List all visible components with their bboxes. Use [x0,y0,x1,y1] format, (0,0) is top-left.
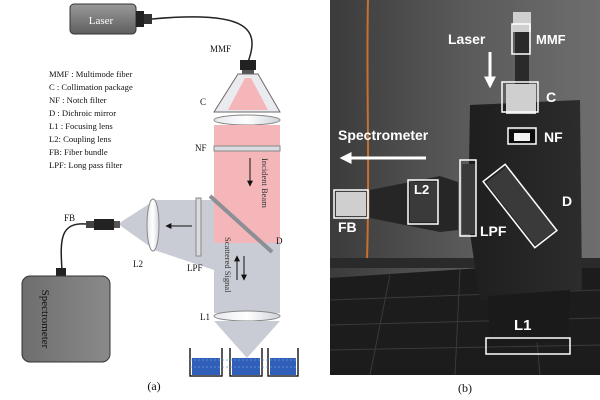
incident-beam-label: Incident Beam [260,158,270,208]
dichroic-reflection [214,200,280,243]
c-label: C [200,97,206,107]
spectrometer-label: Spectrometer [39,290,51,349]
legend: MMF : Multimode fiber C : Collimation pa… [49,69,133,170]
fiber-bundle-cable [60,223,87,271]
fb-box [333,189,369,219]
multimode-fiber [151,16,253,63]
panel-a-label: (a) [147,379,160,393]
sample-wells [189,348,299,377]
legend-item: MMF : Multimode fiber [49,69,132,79]
lpf-label: LPF [187,263,203,273]
fiber-bundle-connector [86,219,120,230]
legend-item: C : Collimation package [49,82,133,92]
orange-cable [366,0,370,261]
legend-item: L1 : Focusing lens [49,121,113,131]
mmf-box [511,23,531,55]
laser-unit: Laser [69,3,152,35]
photo-l2-label: L2 [414,182,429,197]
collimation-lens [213,114,281,126]
l2-box [407,179,439,225]
photo-mmf-label: MMF [536,32,566,47]
photo-l1-label: L1 [514,317,532,334]
long-pass-filter [195,197,202,257]
lpf-slot [462,164,476,234]
collimation-package [213,60,281,113]
panel-b-label: (b) [458,381,472,395]
photo-lpf-label: LPF [480,223,507,239]
fb-label: FB [64,213,75,223]
photo-fb-label: FB [338,219,357,235]
coupling-cone [118,202,152,248]
photo-laser-label: Laser [448,31,486,47]
schematic-panel: Laser MMF C NF D Incident Beam Scattered… [21,3,299,393]
photo-d-label: D [562,193,572,209]
fiber-post-top [513,12,531,32]
horizontal-signal-beam [154,200,214,270]
mmf-label: MMF [210,44,231,54]
laser-label: Laser [89,15,114,27]
l2-lens-area [410,182,438,222]
notch-filter [213,145,281,152]
legend-item: NF : Notch filter [49,95,107,105]
dichroic-slot [486,166,556,246]
photo-panel: Laser MMF C NF Spectrometer L2 FB LPF D … [330,0,600,395]
fiber-post [515,30,529,85]
scattered-signal-beam [214,243,280,313]
legend-item: LPF: Long pass filter [49,160,122,170]
notch-filter-glass [514,133,530,141]
dichroic-mirror [208,194,274,254]
legend-item: FB: Fiber bundle [49,147,108,157]
l2-label: L2 [133,259,143,269]
gantry-rail [330,258,600,268]
scattered-signal-label: Scattered Signal [223,237,233,293]
photo-c-label: C [546,89,556,105]
fb-connector [336,192,366,216]
d-label: D [276,236,283,246]
legend-item: L2: Coupling lens [49,134,112,144]
spectrometer-unit: Spectrometer [21,268,111,363]
build-plate-grid [330,264,600,376]
c-box [501,81,539,113]
legend-item: D : Dichroic mirror [49,108,116,118]
nf-box [507,127,537,145]
focus-cone [214,321,280,358]
focusing-tube [488,290,570,346]
collimation-mount [506,84,536,114]
focusing-lens [213,310,281,322]
lpf-box [459,159,477,237]
coupling-lens [146,198,160,252]
photo-nf-label: NF [544,129,563,145]
nf-label: NF [195,143,207,153]
l1-label: L1 [200,312,210,322]
d-box [482,163,558,249]
photo-spectrometer-label: Spectrometer [338,127,429,143]
l1-box [485,337,571,355]
